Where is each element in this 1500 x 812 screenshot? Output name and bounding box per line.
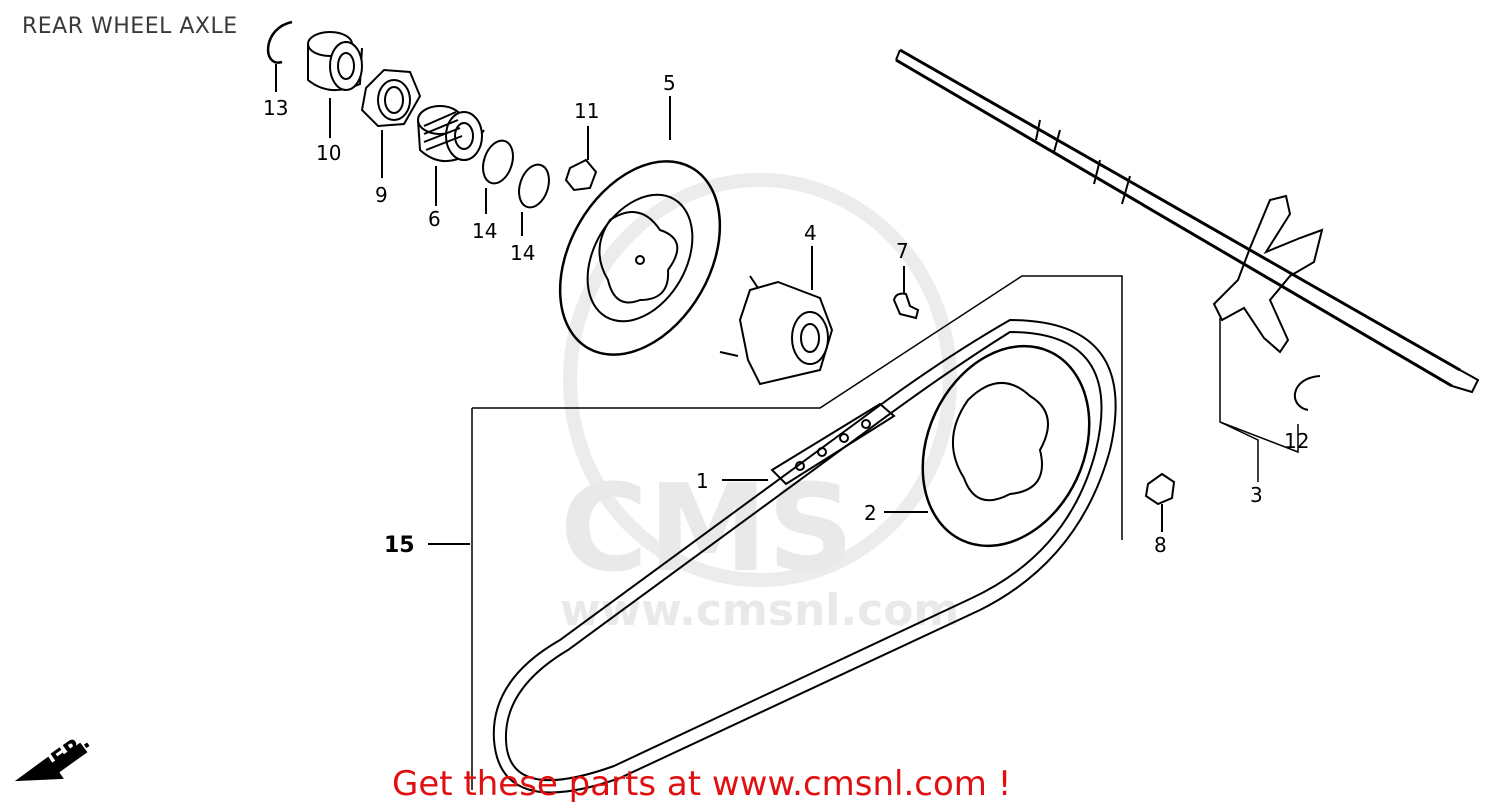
- rear-axle-3: [895, 48, 1480, 394]
- callout-6: 6: [428, 207, 441, 231]
- callout-11: 11: [574, 99, 599, 123]
- circlip-13: [266, 20, 293, 64]
- front-arrow-icon: [14, 742, 88, 782]
- watermark-url-text: www.cmsnl.com: [560, 585, 959, 636]
- callout-2: 2: [864, 501, 877, 525]
- promo-link[interactable]: Get these parts at www.cmsnl.com !: [392, 764, 1012, 804]
- circlip-12: [1293, 375, 1321, 411]
- o-ring-14a: [482, 139, 514, 185]
- callout-9: 9: [375, 183, 388, 207]
- watermark-logo: CMS www.cmsnl.com: [560, 173, 959, 636]
- drive-chain-loop: [492, 318, 1117, 794]
- wheel-hub-4: [719, 275, 834, 386]
- collar-6: [417, 105, 485, 162]
- callout-15: 15: [384, 533, 415, 558]
- watermark-big-text: CMS: [560, 460, 854, 599]
- bolt-7: [892, 292, 920, 320]
- callout-5: 5: [663, 71, 676, 95]
- axle-flange: [1212, 194, 1324, 354]
- callout-14a: 14: [472, 219, 497, 243]
- callout-14b: 14: [510, 241, 535, 265]
- callout-13: 13: [263, 96, 288, 120]
- brake-disc-5: [558, 160, 722, 356]
- callout-10: 10: [316, 141, 341, 165]
- callout-12: 12: [1284, 429, 1309, 453]
- callout-1: 1: [696, 469, 709, 493]
- castle-nut-10: [307, 31, 363, 91]
- nut-9: [360, 68, 422, 128]
- callout-7: 7: [896, 239, 909, 263]
- flange-nut-11: [564, 158, 598, 192]
- callout-3: 3: [1250, 483, 1263, 507]
- diagram-title: REAR WHEEL AXLE: [22, 14, 238, 39]
- sprocket-2: [921, 344, 1091, 548]
- chain-kit-box: [472, 275, 1123, 540]
- callout-8: 8: [1154, 533, 1167, 557]
- o-ring-14b: [518, 163, 550, 209]
- callout-4: 4: [804, 221, 817, 245]
- chain-links-1: [770, 402, 896, 486]
- nut-8: [1144, 472, 1176, 506]
